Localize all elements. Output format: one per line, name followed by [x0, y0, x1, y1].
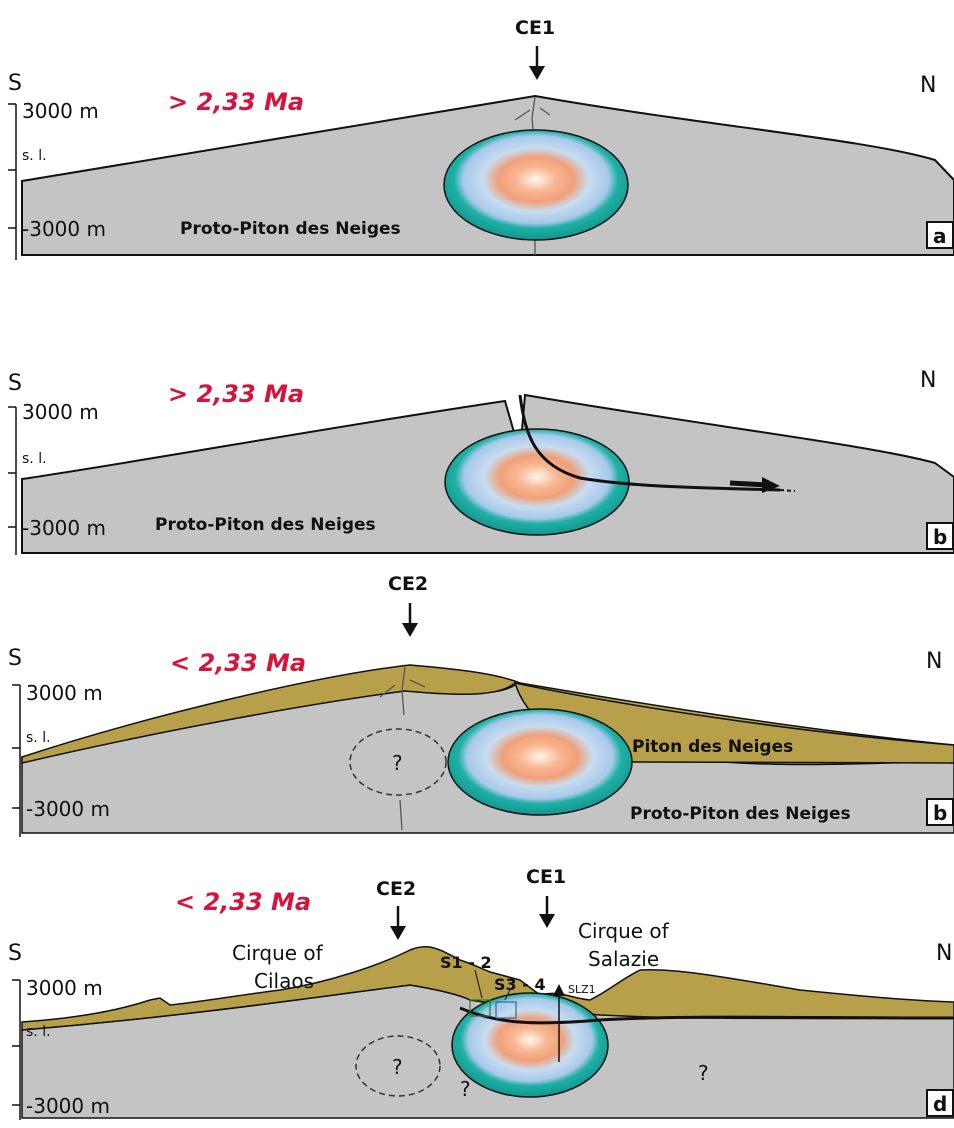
sample-label-2: S3 - 4 — [494, 975, 546, 994]
panel-b2: ? S N 3000 m s. l. -3000 m < 2,33 Ma CE2… — [0, 565, 954, 845]
elev-bottom-label: -3000 m — [26, 1094, 110, 1118]
sample-box-1 — [469, 999, 491, 1017]
panel-letter: d — [933, 1092, 947, 1116]
north-label: N — [926, 649, 942, 674]
elev-top-label: 3000 m — [26, 976, 103, 1000]
panel-letter: b — [933, 801, 947, 825]
vent-label-ce1: CE1 — [526, 866, 566, 888]
elev-bottom-label: -3000 m — [22, 516, 106, 540]
south-label: S — [8, 941, 22, 966]
south-label: S — [8, 371, 22, 396]
down-arrow-icon — [390, 906, 406, 940]
question-mark-1: ? — [392, 1055, 403, 1079]
age-label: < 2,33 Ma — [175, 888, 311, 916]
slide-direction-arrow-icon — [729, 477, 780, 493]
north-label: N — [920, 73, 936, 98]
vent-label-ce2: CE2 — [376, 878, 416, 900]
unknown-chamber — [349, 728, 447, 796]
magma-chamber — [443, 129, 629, 241]
borehole-label: SLZ1 — [568, 983, 596, 996]
elev-bottom-label: -3000 m — [26, 797, 110, 821]
sea-level-label: s. l. — [26, 730, 51, 746]
north-label: N — [920, 368, 936, 393]
down-arrow-icon — [539, 896, 555, 928]
slide-plane — [459, 1006, 954, 1025]
panel-letter-box — [926, 221, 954, 249]
down-arrow-icon — [529, 46, 545, 80]
magma-chamber — [451, 992, 609, 1098]
vent-label-ce2: CE2 — [388, 573, 428, 595]
panel-letter: b — [933, 525, 947, 549]
unknown-chamber — [355, 1035, 441, 1097]
cirque-cilaos-line1: Cirque of — [232, 941, 324, 965]
down-arrow-icon — [402, 603, 418, 637]
dyke-lines — [514, 96, 551, 255]
question-mark-2: ? — [460, 1077, 471, 1101]
age-label: < 2,33 Ma — [170, 649, 306, 677]
elev-top-label: 3000 m — [22, 99, 99, 123]
vent-label-ce1: CE1 — [515, 17, 555, 39]
lower-unit-label: Proto-Piton des Neiges — [630, 804, 851, 824]
panel-letter-box — [926, 1089, 954, 1117]
south-label: S — [8, 646, 22, 671]
question-mark: ? — [392, 751, 403, 775]
sample-label-1: S1 - 2 — [440, 953, 492, 972]
panel-letter-box — [926, 798, 954, 826]
cirque-salazie-line1: Cirque of — [578, 919, 670, 943]
elev-top-label: 3000 m — [22, 400, 99, 424]
north-label: N — [936, 941, 952, 966]
sample-box-2 — [495, 1001, 517, 1019]
unit-label: Proto-Piton des Neiges — [180, 219, 401, 239]
panel-letter: a — [933, 224, 947, 248]
sea-level-label: s. l. — [22, 148, 47, 164]
sea-level-label: s. l. — [22, 451, 47, 467]
magma-chamber — [447, 708, 633, 816]
dyke-lines — [379, 666, 426, 831]
elev-bottom-label: -3000 m — [22, 217, 106, 241]
panel-d: ? ? ? SLZ1 S N 3000 m s. l. -3000 m < 2,… — [0, 850, 954, 1124]
panel-b1: S N 3000 m s. l. -3000 m > 2,33 Ma Proto… — [0, 355, 954, 560]
sea-level-label: s. l. — [26, 1024, 51, 1040]
elev-top-label: 3000 m — [26, 681, 103, 705]
panel-a: S N 3000 m s. l. -3000 m > 2,33 Ma Proto… — [0, 0, 954, 270]
age-label: > 2,33 Ma — [168, 88, 304, 116]
fault-plane — [518, 394, 781, 492]
unit-label: Proto-Piton des Neiges — [155, 515, 376, 535]
cirque-cilaos-line2: Cilaos — [254, 969, 314, 993]
cirque-salazie-line2: Salazie — [588, 947, 659, 971]
south-label: S — [8, 71, 22, 96]
age-label: > 2,33 Ma — [168, 380, 304, 408]
magma-chamber — [444, 428, 630, 536]
panel-letter-box — [926, 522, 954, 550]
upper-unit-label: Piton des Neiges — [632, 737, 793, 757]
piton-des-neiges-eroded — [21, 946, 954, 1031]
question-mark-3: ? — [698, 1061, 709, 1085]
borehole-arrow-icon — [553, 984, 565, 1062]
